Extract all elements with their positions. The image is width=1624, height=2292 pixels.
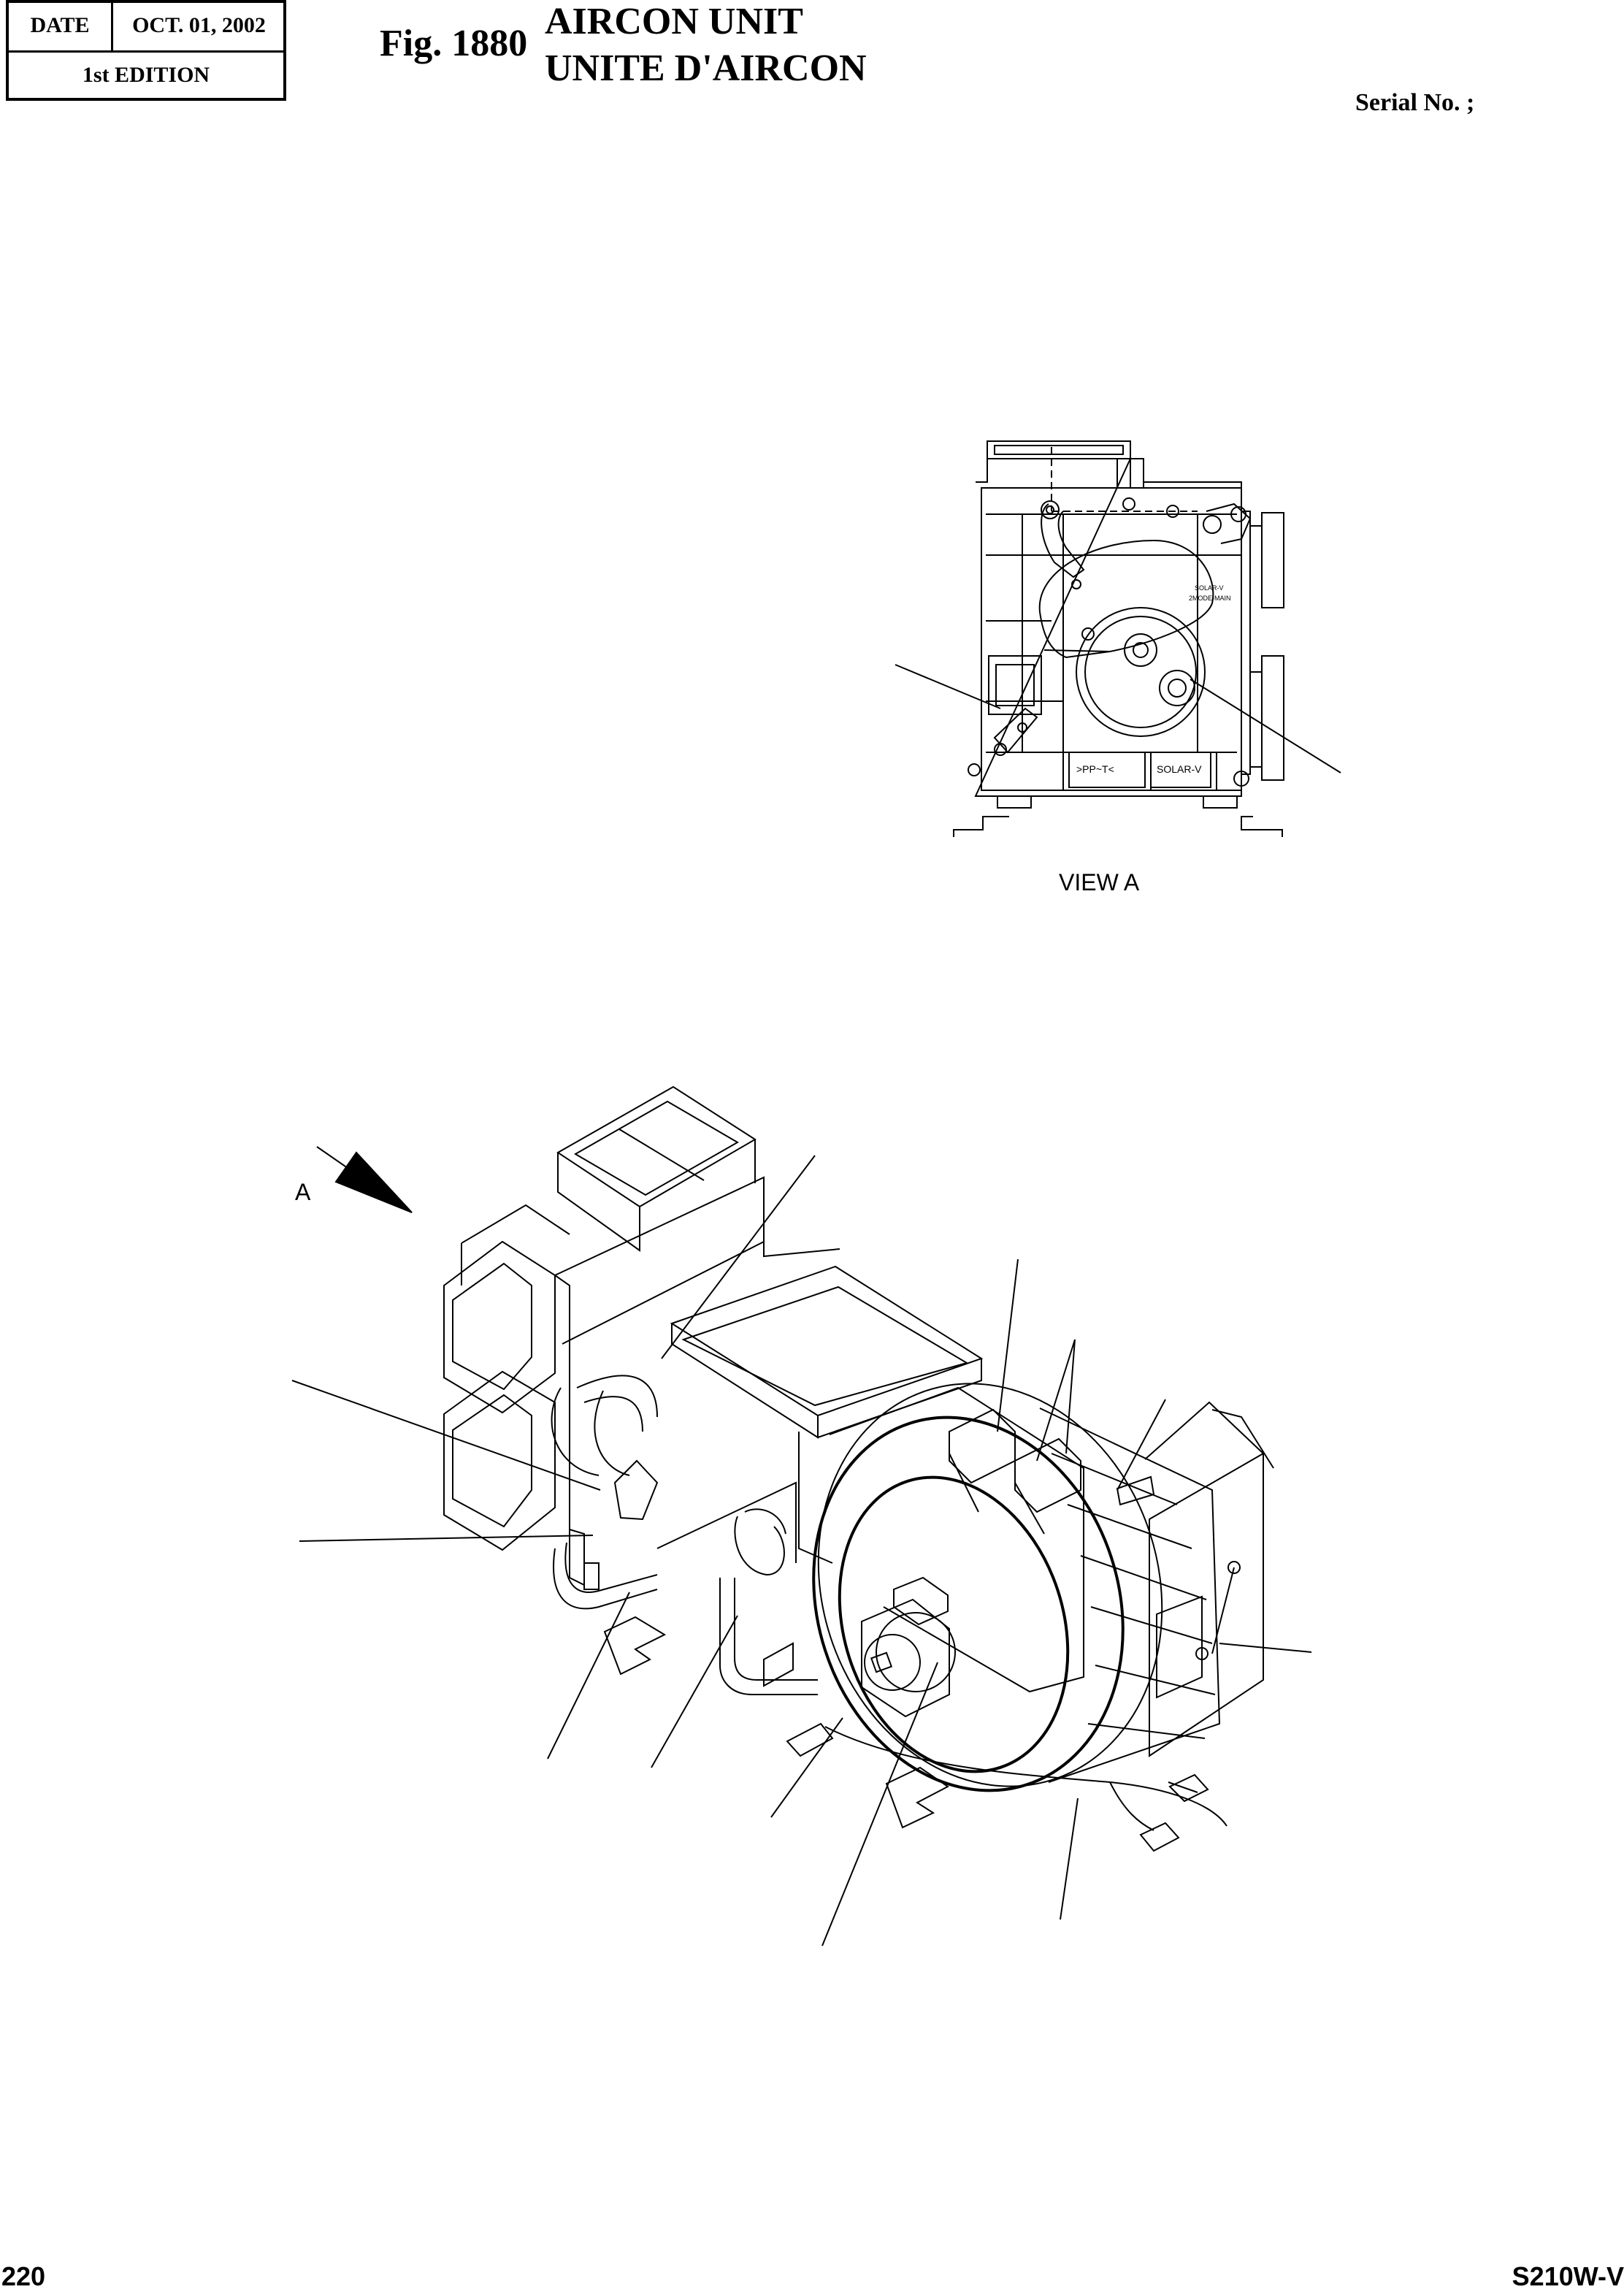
plate-text-2: 2MODE-MAIN (1189, 595, 1231, 602)
box-text-1: >PP~T< (1076, 763, 1114, 775)
title-french: UNITE D'AIRCON (545, 47, 867, 89)
date-edition-box: DATE OCT. 01, 2002 1st EDITION (6, 0, 286, 101)
date-label: DATE (30, 13, 90, 37)
view-a-label: VIEW A (1059, 869, 1140, 895)
model-number: S210W-V (1512, 2261, 1624, 2291)
view-a-drawing: SOLAR-V 2MODE-MAIN >PP~T< SOLAR-V (895, 440, 1341, 837)
serial-number-label: Serial No. ; (1355, 89, 1475, 116)
arrow-a-label: A (295, 1179, 311, 1205)
date-value: OCT. 01, 2002 (132, 13, 266, 37)
figure-number: Fig. 1880 (380, 23, 528, 64)
date-row (9, 3, 283, 53)
date-divider (111, 3, 113, 53)
title-english: AIRCON UNIT (545, 1, 803, 42)
isometric-aircon-unit (291, 1085, 1312, 1947)
page-number: 220 (1, 2261, 46, 2291)
edition-label: 1st EDITION (82, 63, 210, 87)
view-arrow-a (316, 1146, 413, 1213)
box-text-2: SOLAR-V (1157, 763, 1202, 775)
plate-text-1: SOLAR-V (1195, 584, 1224, 592)
